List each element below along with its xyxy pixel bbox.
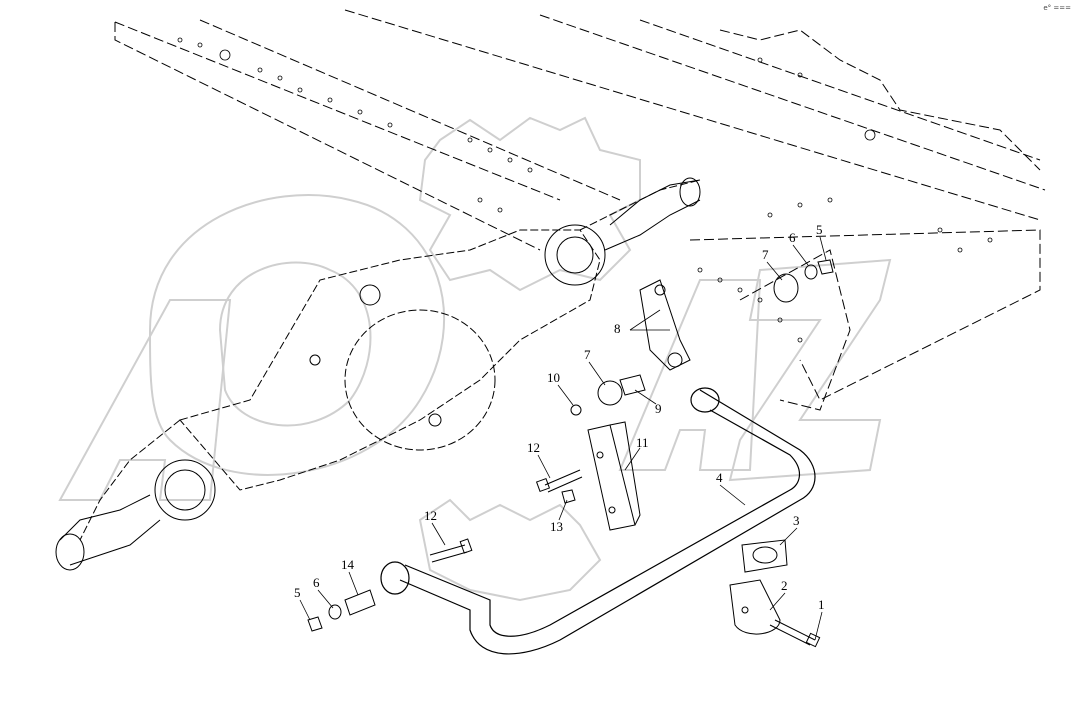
callout-12-lower: 12 (424, 508, 437, 523)
axle-center-bowl (344, 309, 496, 451)
axle-boss (359, 284, 381, 306)
bushing-part-3 (741, 539, 788, 573)
callout-10: 10 (547, 370, 560, 385)
nut-part-5-lower (307, 616, 323, 632)
callout-2: 2 (781, 578, 788, 593)
chassis-frame (114, 9, 1046, 411)
bracket-part-11 (587, 421, 641, 531)
callout-3: 3 (793, 513, 800, 528)
axle-hub-right (544, 224, 606, 286)
callout-1: 1 (818, 597, 825, 612)
callout-6-lower: 6 (313, 575, 320, 590)
stabilizer-bar-end-left (380, 561, 410, 595)
washer-part-10 (570, 404, 582, 416)
watermark-letter-a (58, 299, 232, 501)
callout-11: 11 (636, 435, 649, 450)
bolt-part-12-upper (544, 469, 583, 493)
axle-spindle-end-left (55, 533, 85, 571)
stabilizer-bar (380, 387, 816, 655)
callout-7-upper: 7 (762, 247, 769, 262)
callout-9: 9 (655, 401, 662, 416)
axle-housing-outline (179, 229, 601, 491)
axle-hub-left (154, 459, 216, 521)
watermark-gear-bottom (418, 498, 602, 602)
callout-6-upper: 6 (789, 230, 796, 245)
frame-box-front (739, 249, 851, 411)
nut-part-13 (561, 489, 576, 504)
link-arm-part-8 (639, 279, 691, 371)
watermark-letter-o (148, 194, 446, 476)
stabilizer-bar-end-right (690, 387, 720, 413)
frame-rail-left-bottom (114, 22, 541, 251)
callout-5-lower: 5 (294, 585, 301, 600)
callout-8: 8 (614, 321, 621, 336)
watermark-letter-a2 (618, 279, 762, 471)
washer-part-6-lower (328, 604, 342, 620)
callout-5-upper: 5 (816, 222, 823, 237)
callout-12-upper: 12 (527, 440, 540, 455)
bolt-part-12-lower (429, 544, 468, 563)
callout-4: 4 (716, 470, 723, 485)
frame-rail-right-top (344, 9, 1041, 221)
callout-7-lower: 7 (584, 347, 591, 362)
bolt-part-1 (769, 619, 816, 646)
washer-part-6-upper (804, 264, 818, 280)
rear-axle (79, 179, 701, 541)
callout-leader-lines (299, 236, 827, 641)
frame-rail-right-bottom (539, 14, 1046, 191)
watermark-gear (418, 116, 641, 292)
watermark-letter-z (728, 258, 892, 482)
spacer-part-9 (619, 374, 646, 396)
corner-mark: e° === (1043, 4, 1071, 12)
frame-crossmember-2 (689, 229, 1041, 401)
frame-rail-edge (639, 19, 1041, 161)
axle-details (55, 177, 701, 571)
clamp-part-2 (729, 579, 781, 635)
axle-spindle-right (609, 179, 701, 226)
frame-crossmember (719, 29, 1041, 171)
watermark-logo (58, 116, 892, 602)
bushing-part-7-lower (597, 380, 623, 406)
axle-spindle-left (59, 494, 151, 541)
axle-arm-left (79, 419, 181, 541)
nut-part-5-upper (817, 259, 834, 275)
frame-rail-left-inner (199, 19, 621, 201)
axle-spindle-end-right (679, 177, 701, 207)
spacer-part-14 (344, 589, 376, 616)
frame-rail-left-top (114, 21, 561, 201)
callout-14: 14 (341, 557, 354, 572)
fasteners (307, 259, 834, 648)
frame-holes (177, 37, 993, 343)
callout-13: 13 (550, 519, 563, 534)
bushing-part-7-upper (773, 273, 799, 303)
